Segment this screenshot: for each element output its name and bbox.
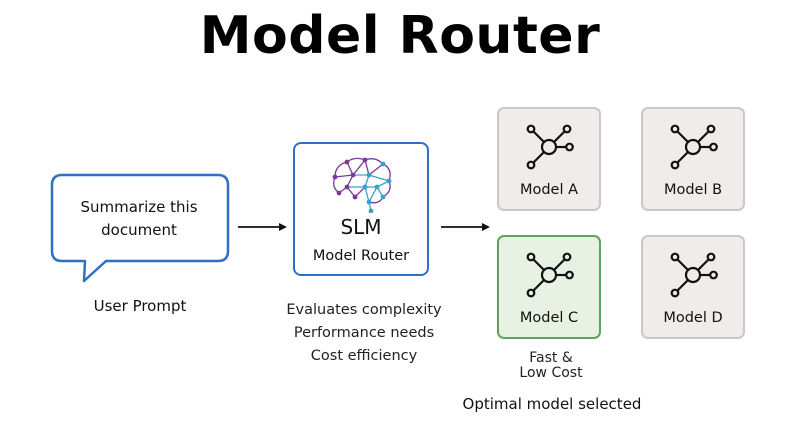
model-label: Model B — [663, 182, 723, 198]
router-criteria: Evaluates complexity Performance needs C… — [262, 299, 466, 368]
model-label: Model D — [663, 310, 723, 326]
prompt-text-line: Summarize this — [80, 198, 198, 216]
slm-label: SLM — [340, 215, 382, 239]
note-line: Fast & — [529, 350, 573, 366]
user-prompt-label: User Prompt — [93, 297, 187, 315]
criteria-item: Performance needs — [293, 325, 435, 341]
criteria-item: Cost efficiency — [310, 348, 418, 364]
model-card-a: Model A — [497, 107, 601, 211]
speech-bubble — [50, 173, 230, 283]
model-card-d: Model D — [641, 235, 745, 339]
model-card-b: Model B — [641, 107, 745, 211]
arrow-right-icon — [441, 223, 490, 231]
network-node-icon — [526, 252, 574, 298]
prompt-text: Summarize this document — [56, 196, 222, 242]
model-label: Model C — [519, 310, 579, 326]
router-sublabel: Model Router — [312, 248, 410, 264]
network-node-icon — [526, 124, 574, 170]
note-line: Low Cost — [519, 365, 583, 381]
prompt-text-line: document — [101, 221, 177, 239]
model-card-c: Model C — [497, 235, 601, 339]
selected-caption: Optimal model selected — [462, 395, 642, 413]
network-node-icon — [670, 252, 718, 298]
brain-network-icon — [332, 157, 392, 213]
diagram-title: Model Router — [199, 6, 601, 66]
selected-model-note: Fast & Low Cost — [488, 351, 614, 381]
model-label: Model A — [519, 182, 579, 198]
slm-router-box: SLM Model Router — [293, 142, 429, 276]
network-node-icon — [670, 124, 718, 170]
criteria-item: Evaluates complexity — [286, 302, 442, 318]
arrow-right-icon — [238, 223, 287, 231]
